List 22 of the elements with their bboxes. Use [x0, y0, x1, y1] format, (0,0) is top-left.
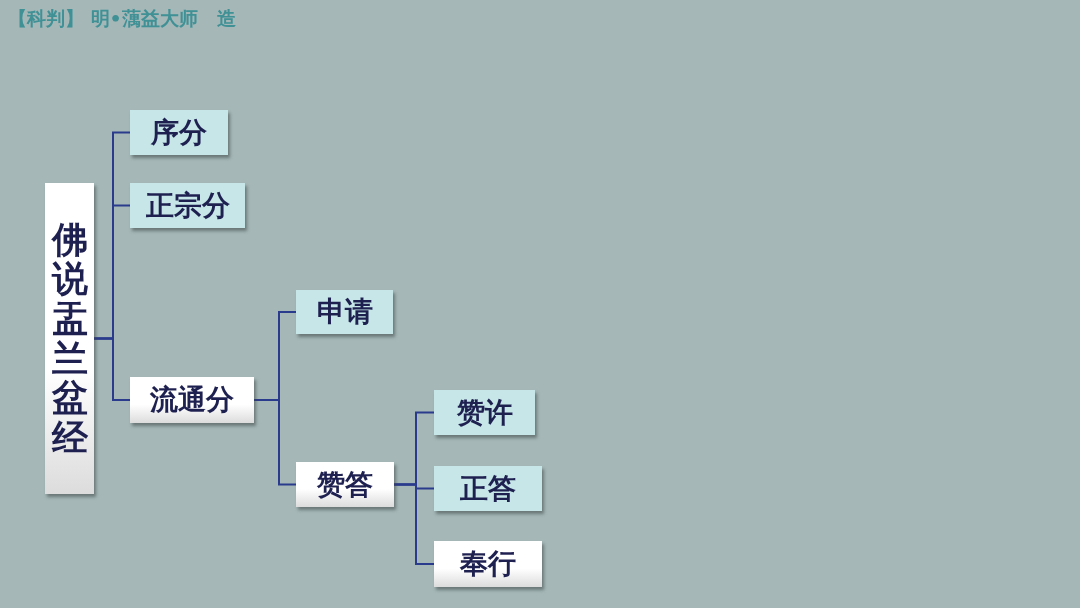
outline-box	[434, 466, 542, 511]
outline-box	[130, 183, 245, 228]
outline-box	[296, 462, 394, 507]
outline-box	[130, 377, 254, 423]
node-label: 申请	[316, 294, 373, 330]
node-label: 奉行	[460, 546, 516, 582]
node-label: 赞许	[456, 394, 513, 431]
node-label: 流通分	[150, 382, 234, 418]
connector-line	[393, 483, 435, 565]
outline-box	[130, 110, 228, 155]
outline-box	[434, 390, 535, 435]
outline-box	[434, 541, 542, 587]
title-box	[45, 183, 94, 494]
title: 【科判】 明•蕅益大师 造	[8, 6, 236, 31]
node-label: 正宗分	[145, 187, 230, 224]
connector-line	[253, 399, 297, 486]
outline-box	[296, 290, 393, 334]
node-label: 正答	[460, 470, 516, 507]
node-label: 佛说盂兰盆经	[51, 219, 88, 458]
node-label: 赞答	[317, 466, 373, 503]
node-label: 序分	[151, 114, 207, 151]
connector-line	[93, 337, 131, 401]
